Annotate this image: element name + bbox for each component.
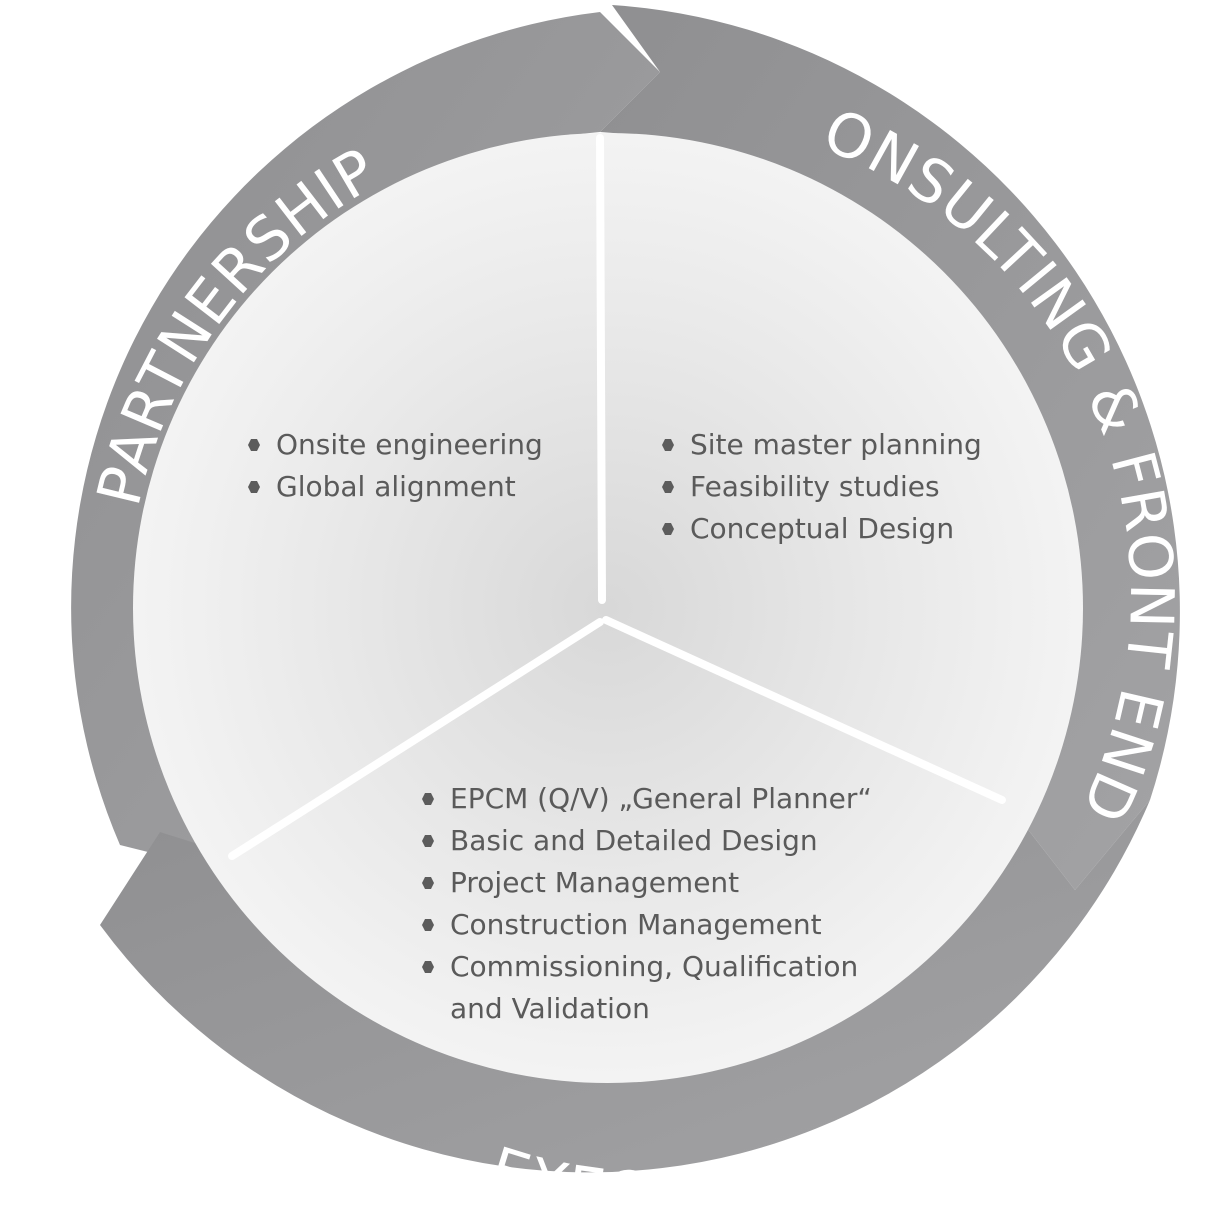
bullet-text: EPCM (Q/V) „General Planner“ [450,782,872,815]
bullet-text: Basic and Detailed Design [450,824,818,857]
partnership-bullets: Onsite engineering Global alignment [244,424,543,508]
bullet-text: Site master planning [690,428,982,461]
bullet-item: Commissioning, Qualification and Validati… [418,946,872,1030]
bullet-text: Global alignment [276,470,516,503]
bullet-text: Commissioning, Qualification [450,950,859,983]
bullet-item: EPCM (Q/V) „General Planner“ [418,778,872,820]
bullet-text: Project Management [450,866,740,899]
ring-segment-partnership [71,12,661,860]
ring-segment-execution [100,800,1150,1173]
divider-left [228,618,604,860]
bullet-text: Conceptual Design [690,512,955,545]
consulting-bullets: Site master planning Feasibility studies… [658,424,982,550]
ring-segment-consulting [600,5,1180,890]
dividers [228,134,1006,860]
execution-bullets: EPCM (Q/V) „General Planner“ Basic and D… [418,778,872,1030]
bullet-item: Onsite engineering [244,424,543,466]
bullet-text: Onsite engineering [276,428,543,461]
bullet-item: Site master planning [658,424,982,466]
bullet-text-continuation: and Validation [450,992,650,1025]
bullet-item: Conceptual Design [658,508,982,550]
bullet-item: Global alignment [244,466,543,508]
bullet-text: Construction Management [450,908,822,941]
bullet-item: Feasibility studies [658,466,982,508]
bullet-item: Basic and Detailed Design [418,820,872,862]
bullet-item: Project Management [418,862,872,904]
bullet-item: Construction Management [418,904,872,946]
divider-right [602,616,1006,804]
bullet-text: Feasibility studies [690,470,940,503]
ring-segments [71,5,1180,1173]
divider-top [596,134,606,604]
